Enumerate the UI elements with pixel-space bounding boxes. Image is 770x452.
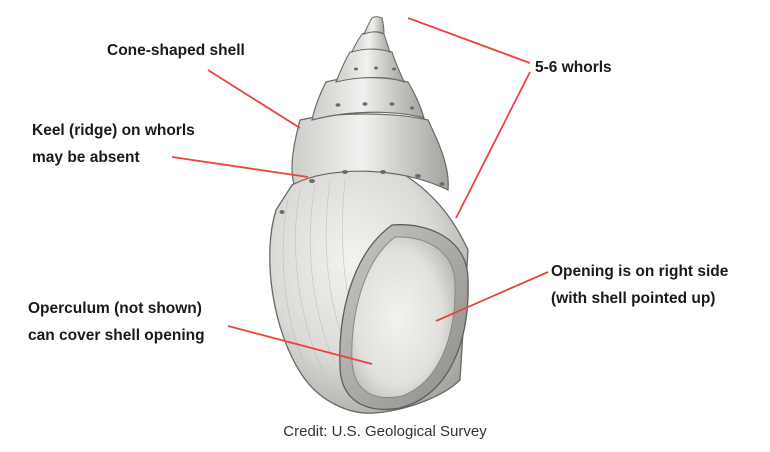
leader-whorls-side <box>455 71 531 219</box>
leader-whorls-apex <box>407 17 531 64</box>
label-text-line1: Operculum (not shown) <box>28 300 202 317</box>
leader-operculum <box>227 325 373 365</box>
label-text-line2: may be absent <box>32 149 140 166</box>
aperture-opening <box>351 236 456 398</box>
label-opening: Opening is on right side (with shell poi… <box>551 258 728 312</box>
leader-opening <box>435 271 549 322</box>
label-text-line1: Keel (ridge) on whorls <box>32 122 195 139</box>
whorl-3 <box>291 113 449 191</box>
leader-lines <box>171 17 549 365</box>
label-keel: Keel (ridge) on whorls may be absent <box>32 117 195 171</box>
image-credit: Credit: U.S. Geological Survey <box>283 423 487 440</box>
keel-nodules <box>279 66 445 214</box>
label-text: Cone-shaped shell <box>107 42 245 59</box>
label-cone-shaped-shell: Cone-shaped shell <box>107 37 245 64</box>
leader-keel <box>171 156 309 178</box>
whorl-apex-b <box>362 16 385 35</box>
label-text-line2: can cover shell opening <box>28 327 205 344</box>
whorl-1 <box>335 48 406 84</box>
label-operculum: Operculum (not shown) can cover shell op… <box>28 295 205 349</box>
label-text-line1: Opening is on right side <box>551 263 729 280</box>
label-text-line2: (with shell pointed up) <box>551 290 716 307</box>
leader-cone-shaped <box>207 69 301 129</box>
label-whorls: 5-6 whorls <box>535 54 612 81</box>
label-text: 5-6 whorls <box>535 59 612 76</box>
